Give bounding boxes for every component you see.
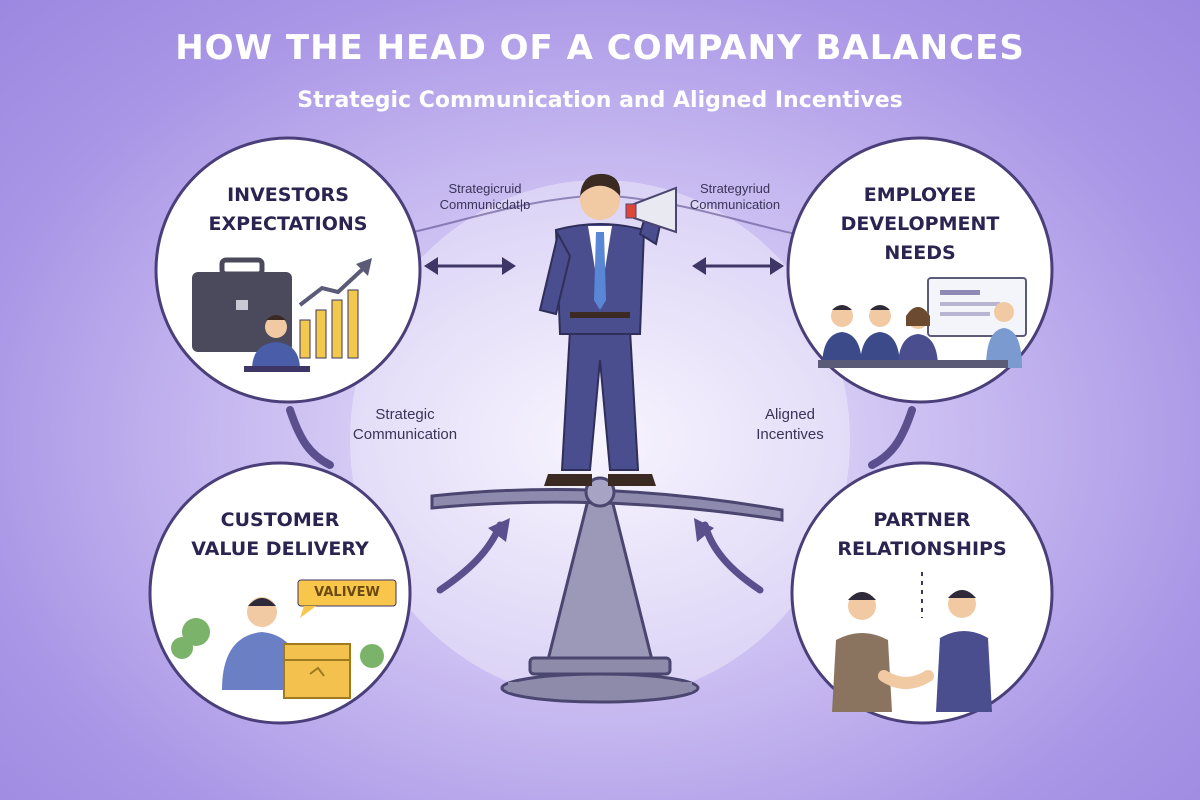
employees-label-line-1: EMPLOYEE	[863, 184, 977, 206]
handshake-icon	[878, 670, 934, 689]
partner-left-suit	[832, 633, 892, 712]
employees-label-line-3: NEEDS	[884, 242, 956, 264]
megaphone-icon	[625, 186, 677, 234]
caption-mid-left-line-2: Communication	[352, 426, 458, 443]
employees-label-line-2: DEVELOPMENT	[840, 213, 1000, 235]
left-connector-arc	[286, 406, 334, 469]
caption-top-right-line-2: Communication	[689, 197, 781, 212]
investors-label-line-1: INVESTORS	[227, 184, 349, 206]
partners-illustration	[832, 572, 992, 712]
right-double-arrow	[692, 257, 784, 275]
caption-top-right: Strategyriud Communication	[660, 181, 810, 213]
employees-node-label: EMPLOYEE DEVELOPMENT NEEDS	[810, 181, 1030, 268]
value-badge	[297, 579, 397, 607]
caption-mid-right-line-2: Incentives	[756, 426, 824, 443]
investors-illustration	[192, 257, 372, 372]
partner-right-suit	[936, 631, 992, 712]
center-glow	[350, 180, 850, 700]
caption-top-left-line-1: Strategicruid	[448, 181, 522, 196]
partners-label-line-2: RELATIONSHIPS	[837, 538, 1007, 560]
investors-node-label: INVESTORS EXPECTATIONS	[178, 181, 398, 239]
lower-left-arrowhead	[488, 518, 510, 542]
scale-pivot	[584, 476, 616, 508]
caption-mid-left: Strategic Communication	[330, 405, 480, 445]
scale-beam	[430, 488, 784, 522]
value-badge-label: VALIVEW	[314, 585, 380, 600]
balance-scale	[430, 476, 784, 704]
customers-illustration	[171, 579, 397, 699]
investors-label-line-2: EXPECTATIONS	[208, 213, 368, 235]
caption-mid-right: Aligned Incentives	[730, 405, 850, 445]
caption-top-left-line-2: Communicdat|ɒ	[439, 197, 531, 212]
caption-top-left: Strategicruid Communicdat|ɒ	[410, 181, 560, 213]
right-connector-arc	[868, 406, 916, 469]
left-double-arrow	[424, 257, 516, 275]
customers-node-label: CUSTOMER VALUE DELIVERY	[170, 506, 390, 564]
leader-figure	[538, 173, 677, 486]
growth-arrow-icon	[298, 264, 368, 307]
partners-node-label: PARTNER RELATIONSHIPS	[812, 506, 1032, 564]
briefcase-icon	[192, 272, 292, 352]
employees-illustration	[818, 277, 1027, 368]
caption-mid-right-line-1: Aligned	[764, 406, 816, 423]
package-box-icon	[283, 643, 351, 699]
leader-head	[580, 180, 620, 220]
lower-right-arrowhead	[694, 518, 714, 542]
caption-mid-left-line-1: Strategic	[375, 406, 435, 423]
customers-label-line-2: VALUE DELIVERY	[191, 538, 369, 560]
plant-icon	[182, 618, 210, 646]
page-title: HOW THE HEAD OF A COMPANY BALANCES	[175, 28, 1025, 68]
customers-label-line-1: CUSTOMER	[220, 509, 340, 531]
caption-top-right-line-1: Strategyriud	[699, 181, 771, 196]
page-subtitle: Strategic Communication and Aligned Ince…	[297, 88, 903, 113]
partners-label-line-1: PARTNER	[873, 509, 971, 531]
